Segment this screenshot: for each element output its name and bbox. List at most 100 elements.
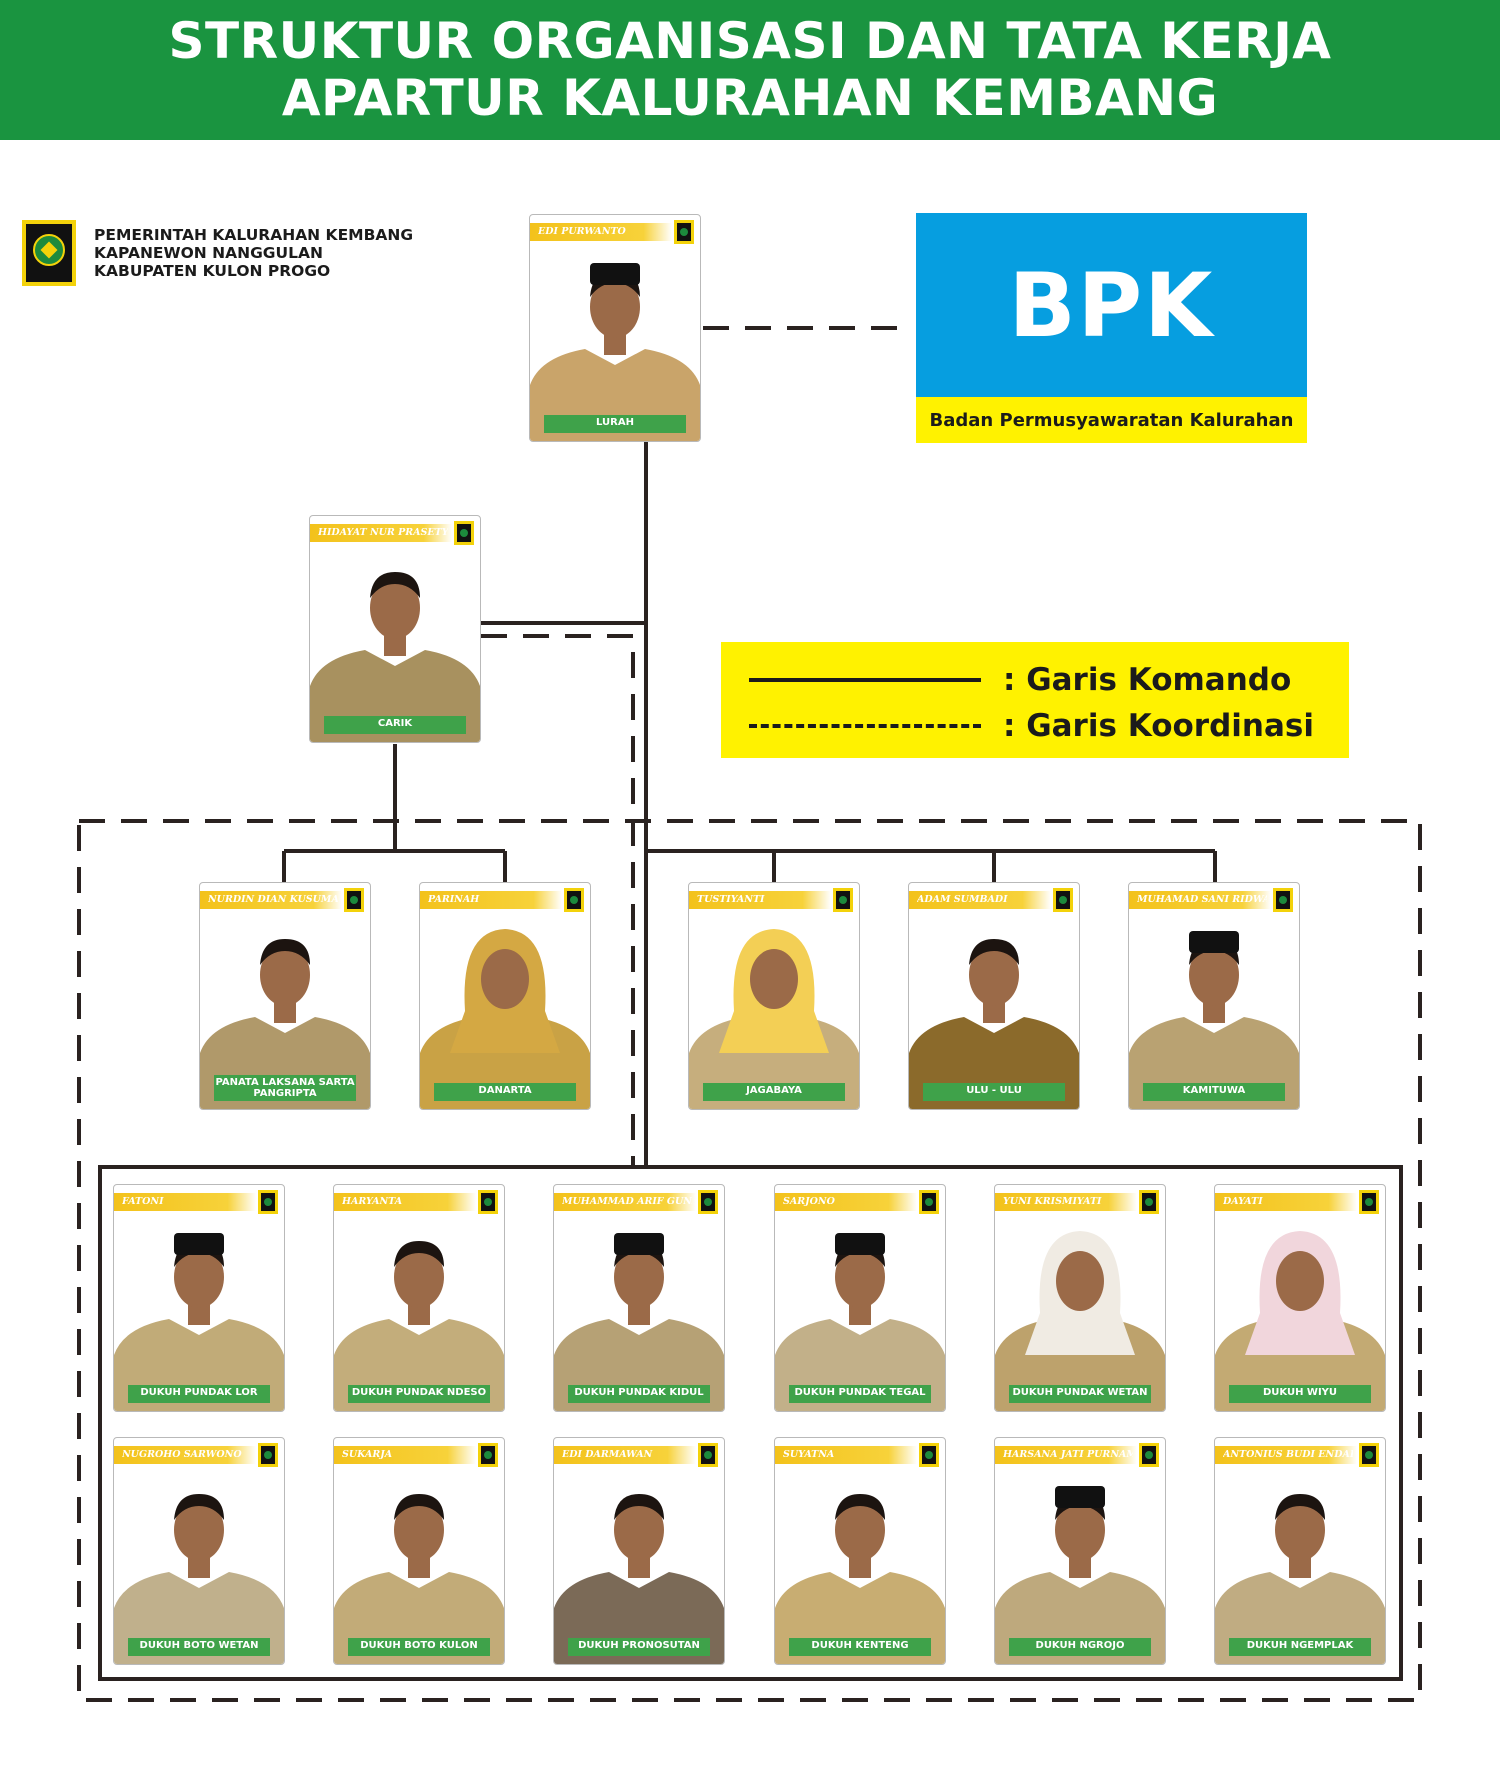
staff-card: HARYANTA DUKUH PUNDAK NDESO	[333, 1184, 505, 1412]
emblem-icon	[674, 220, 694, 244]
portrait-photo	[909, 913, 1079, 1109]
emblem-icon	[919, 1443, 939, 1467]
org-line-3: KABUPATEN KULON PROGO	[94, 262, 331, 280]
staff-card: SUYATNA DUKUH KENTENG	[774, 1437, 946, 1665]
name-ribbon	[1129, 891, 1271, 909]
emblem-icon	[258, 1443, 278, 1467]
emblem-icon	[1359, 1443, 1379, 1467]
position-label: PANATA LAKSANA SARTA PANGRIPTA	[214, 1075, 356, 1101]
staff-name: FATONI	[122, 1196, 164, 1207]
org-line-2: KAPANEWON NANGGULAN	[94, 244, 323, 262]
government-name: PEMERINTAH KALURAHAN KEMBANG KAPANEWON N…	[94, 226, 413, 280]
portrait-photo	[554, 1215, 724, 1411]
position-label: DUKUH PUNDAK KIDUL	[568, 1385, 710, 1403]
portrait-photo	[1215, 1215, 1385, 1411]
name-ribbon	[530, 223, 672, 241]
position-label: DUKUH PUNDAK NDESO	[348, 1385, 490, 1403]
name-ribbon	[334, 1446, 476, 1464]
staff-name: DAYATI	[1223, 1196, 1263, 1207]
position-label: JAGABAYA	[703, 1083, 845, 1101]
staff-name: PARINAH	[428, 894, 480, 905]
portrait-photo	[420, 913, 590, 1109]
staff-card: PARINAH DANARTA	[419, 882, 591, 1110]
name-ribbon	[909, 891, 1051, 909]
position-label: DUKUH KENTENG	[789, 1638, 931, 1656]
legend: : Garis Komando : Garis Koordinasi	[721, 642, 1349, 758]
staff-name: YUNI KRISMIYATI	[1003, 1196, 1102, 1207]
staff-card: ANTONIUS BUDI ENDARTO DUKUH NGEMPLAK	[1214, 1437, 1386, 1665]
position-label: DUKUH NGROJO	[1009, 1638, 1151, 1656]
staff-card: HARSANA JATI PURNAMA DUKUH NGROJO	[994, 1437, 1166, 1665]
staff-name: EDI DARMAWAN	[562, 1449, 653, 1460]
emblem-icon	[1359, 1190, 1379, 1214]
staff-card: SUKARJA DUKUH BOTO KULON	[333, 1437, 505, 1665]
staff-name: NURDIN DIAN KUSUMA	[208, 894, 338, 905]
staff-card: NURDIN DIAN KUSUMA PANATA LAKSANA SARTA …	[199, 882, 371, 1110]
position-label: CARIK	[324, 716, 466, 734]
portrait-photo	[775, 1215, 945, 1411]
position-label: DUKUH PUNDAK TEGAL	[789, 1385, 931, 1403]
emblem-icon	[833, 888, 853, 912]
staff-card: MUHAMMAD ARIF GUNAWAN DUKUH PUNDAK KIDUL	[553, 1184, 725, 1412]
coordination-line-carik	[481, 634, 635, 1167]
government-logo-block: PEMERINTAH KALURAHAN KEMBANG KAPANEWON N…	[22, 220, 413, 286]
emblem-icon	[478, 1190, 498, 1214]
emblem-icon	[564, 888, 584, 912]
name-ribbon	[420, 891, 562, 909]
portrait-photo	[995, 1468, 1165, 1664]
portrait-photo	[310, 546, 480, 742]
secretariat-dashed-frame	[77, 819, 1422, 1702]
position-label: DUKUH BOTO KULON	[348, 1638, 490, 1656]
portrait-photo	[334, 1468, 504, 1664]
emblem-icon	[1053, 888, 1073, 912]
staff-name: HARSANA JATI PURNAMA	[1003, 1449, 1133, 1460]
portrait-photo	[995, 1215, 1165, 1411]
position-label: ULU - ULU	[923, 1083, 1065, 1101]
staff-name: SUKARJA	[342, 1449, 393, 1460]
legend-komando-label: : Garis Komando	[1003, 662, 1292, 698]
staff-name: HARYANTA	[342, 1196, 403, 1207]
portrait-photo	[689, 913, 859, 1109]
staff-name: TUSTIYANTI	[697, 894, 765, 905]
name-ribbon	[334, 1193, 476, 1211]
position-label: DUKUH BOTO WETAN	[128, 1638, 270, 1656]
portrait-photo	[334, 1215, 504, 1411]
emblem-icon	[1139, 1443, 1159, 1467]
emblem-icon	[919, 1190, 939, 1214]
staff-name: ANTONIUS BUDI ENDARTO	[1223, 1449, 1353, 1460]
dashed-line-sample	[749, 724, 981, 728]
emblem-icon	[344, 888, 364, 912]
staff-name: EDI PURWANTO	[538, 226, 626, 237]
portrait-photo	[775, 1468, 945, 1664]
name-ribbon	[114, 1446, 256, 1464]
org-line-1: PEMERINTAH KALURAHAN KEMBANG	[94, 226, 414, 244]
legend-koordinasi-label: : Garis Koordinasi	[1003, 708, 1314, 744]
dukuh-frame	[98, 1165, 1403, 1681]
emblem-icon	[698, 1190, 718, 1214]
kulon-progo-emblem-icon	[22, 220, 76, 286]
solid-line-sample	[749, 678, 981, 682]
position-label: DUKUH PRONOSUTAN	[568, 1638, 710, 1656]
staff-card: YUNI KRISMIYATI DUKUH PUNDAK WETAN	[994, 1184, 1166, 1412]
staff-name: HIDAYAT NUR PRASETYO	[318, 527, 448, 538]
portrait-photo	[554, 1468, 724, 1664]
name-ribbon	[554, 1193, 696, 1211]
staff-card: SARJONO DUKUH PUNDAK TEGAL	[774, 1184, 946, 1412]
portrait-photo	[1129, 913, 1299, 1109]
page-header: STRUKTUR ORGANISASI DAN TATA KERJA APART…	[0, 0, 1500, 140]
portrait-photo	[114, 1468, 284, 1664]
staff-name: SUYATNA	[783, 1449, 835, 1460]
emblem-icon	[1273, 888, 1293, 912]
position-label: DUKUH PUNDAK WETAN	[1009, 1385, 1151, 1403]
staff-name: ADAM SUMBADI	[917, 894, 1008, 905]
staff-card: EDI PURWANTO LURAH	[529, 214, 701, 442]
name-ribbon	[775, 1446, 917, 1464]
portrait-photo	[114, 1215, 284, 1411]
command-line-staff-bar	[646, 849, 1217, 882]
position-label: DUKUH PUNDAK LOR	[128, 1385, 270, 1403]
position-label: KAMITUWA	[1143, 1083, 1285, 1101]
command-line-panata-bar	[282, 849, 507, 882]
position-label: DUKUH WIYU	[1229, 1385, 1371, 1403]
staff-card: FATONI DUKUH PUNDAK LOR	[113, 1184, 285, 1412]
